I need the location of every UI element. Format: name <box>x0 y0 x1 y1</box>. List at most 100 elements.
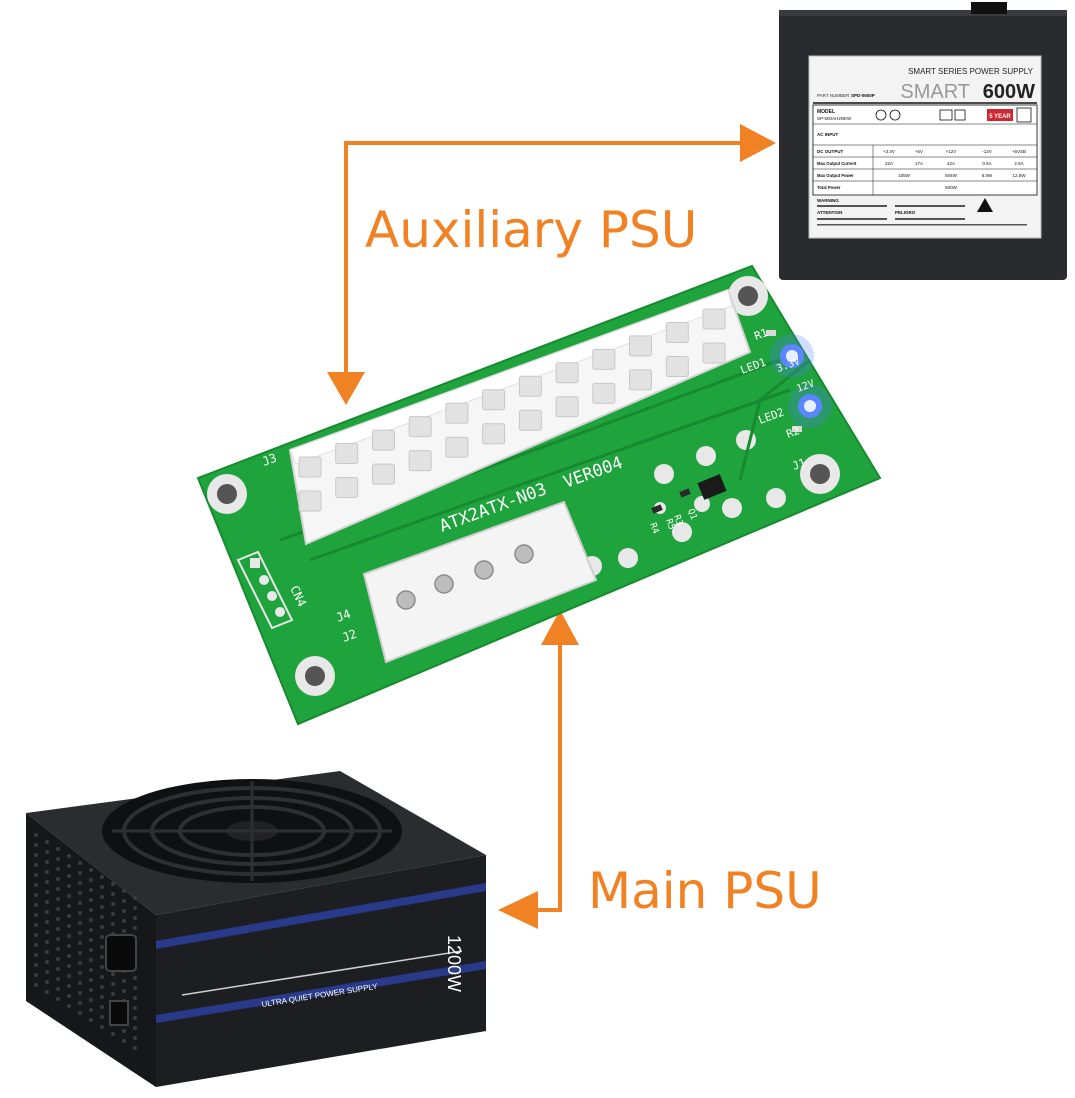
mesh-hole <box>100 965 104 969</box>
mesh-hole <box>45 920 49 924</box>
aux-rail-5: +5VSB <box>1012 149 1026 154</box>
q1-ic <box>697 474 727 500</box>
j3-label: J3 <box>260 451 278 469</box>
mesh-hole <box>100 1025 104 1029</box>
mesh-hole <box>56 857 60 861</box>
aux-current-4: 0.5A <box>982 161 991 166</box>
mesh-hole <box>67 884 71 888</box>
main-psu-front <box>156 855 486 1087</box>
mesh-hole <box>78 871 82 875</box>
aux-cert-icons <box>875 109 966 121</box>
mesh-hole <box>67 1004 71 1008</box>
mesh-hole <box>111 922 115 926</box>
mesh-hole <box>34 883 38 887</box>
mesh-hole <box>34 963 38 967</box>
mesh-hole <box>122 919 126 923</box>
aux-total: 600W <box>945 185 958 190</box>
pcb-substrate <box>198 266 880 724</box>
r5-label: R5 <box>663 518 676 532</box>
mesh-hole <box>89 898 93 902</box>
mesh-hole <box>78 951 82 955</box>
mesh-hole <box>67 984 71 988</box>
main-psu-wattage: 1200W <box>444 935 464 992</box>
mesh-hole <box>34 953 38 957</box>
aux-current-5: 2.5A <box>1014 161 1023 166</box>
mesh-hole <box>78 891 82 895</box>
mesh-hole <box>56 997 60 1001</box>
mesh-hole <box>34 863 38 867</box>
mesh-hole <box>122 1039 126 1043</box>
main-arrowhead-left <box>498 891 538 929</box>
mesh-hole <box>100 915 104 919</box>
connector-pin <box>372 429 395 451</box>
mesh-hole <box>67 854 71 858</box>
r2-label: R2 <box>785 424 802 441</box>
aux-attention: ATTENTION <box>817 210 842 215</box>
mesh-hole <box>56 847 60 851</box>
aux-rail-1: +3.3V <box>883 149 895 154</box>
mesh-hole <box>34 913 38 917</box>
power-switch <box>109 1000 129 1026</box>
mesh-hole <box>89 878 93 882</box>
mesh-hole <box>100 925 104 929</box>
mesh-hole <box>133 906 137 910</box>
connector-pin <box>482 423 506 445</box>
mesh-hole <box>89 928 93 932</box>
mesh-hole <box>45 980 49 984</box>
mesh-hole <box>122 889 126 893</box>
mesh-hole <box>89 968 93 972</box>
mesh-hole <box>133 1006 137 1010</box>
mesh-hole <box>78 1001 82 1005</box>
mesh-hole <box>45 880 49 884</box>
aux-current-3: 42A <box>947 161 955 166</box>
mesh-hole <box>34 833 38 837</box>
connector-pin <box>298 490 322 512</box>
mesh-hole <box>100 935 104 939</box>
mesh-hole <box>67 964 71 968</box>
connector-pin <box>518 375 542 397</box>
mesh-hole <box>34 893 38 897</box>
mesh-hole <box>67 934 71 938</box>
connector-pin <box>518 409 542 431</box>
mesh-hole <box>67 994 71 998</box>
mesh-hole <box>133 986 137 990</box>
mesh-hole <box>133 1046 137 1050</box>
mesh-hole <box>67 914 71 918</box>
connector-pin <box>629 369 652 391</box>
mesh-hole <box>122 989 126 993</box>
mesh-hole <box>67 974 71 978</box>
mesh-hole <box>34 843 38 847</box>
aux-brand-text: SMART <box>900 81 970 103</box>
aux-max-current: Max Output Current <box>817 161 857 166</box>
aux-max-power: Max Output Power <box>817 173 854 178</box>
mesh-hole <box>89 938 93 942</box>
aux-rail-3: +12V <box>946 149 957 154</box>
mesh-hole <box>100 985 104 989</box>
connector-pin <box>592 348 616 370</box>
mesh-hole <box>78 961 82 965</box>
mesh-hole <box>34 923 38 927</box>
status-leds <box>766 330 832 432</box>
aux-dc-output: DC OUTPUT <box>817 149 843 154</box>
mesh-hole <box>67 944 71 948</box>
aux-power-2: 504W <box>945 173 958 178</box>
mesh-hole <box>56 887 60 891</box>
mesh-hole <box>45 990 49 994</box>
mesh-hole <box>100 905 104 909</box>
aux-warning: WARNING <box>817 198 839 203</box>
mesh-hole <box>122 1029 126 1033</box>
connector-pin <box>408 416 432 438</box>
auxiliary-psu: SMART SERIES POWER SUPPLY SMART 600W PAR… <box>779 2 1067 280</box>
aux-power-1: 105W <box>898 173 911 178</box>
connector-pin <box>702 308 726 330</box>
connector-pin <box>408 450 432 472</box>
mesh-hole <box>111 972 115 976</box>
mesh-hole <box>133 1036 137 1040</box>
mesh-hole <box>100 945 104 949</box>
mesh-hole <box>111 982 115 986</box>
mesh-hole <box>111 902 115 906</box>
mesh-hole <box>56 977 60 981</box>
mounting-holes <box>207 276 840 696</box>
mesh-hole <box>56 877 60 881</box>
mesh-hole <box>45 940 49 944</box>
